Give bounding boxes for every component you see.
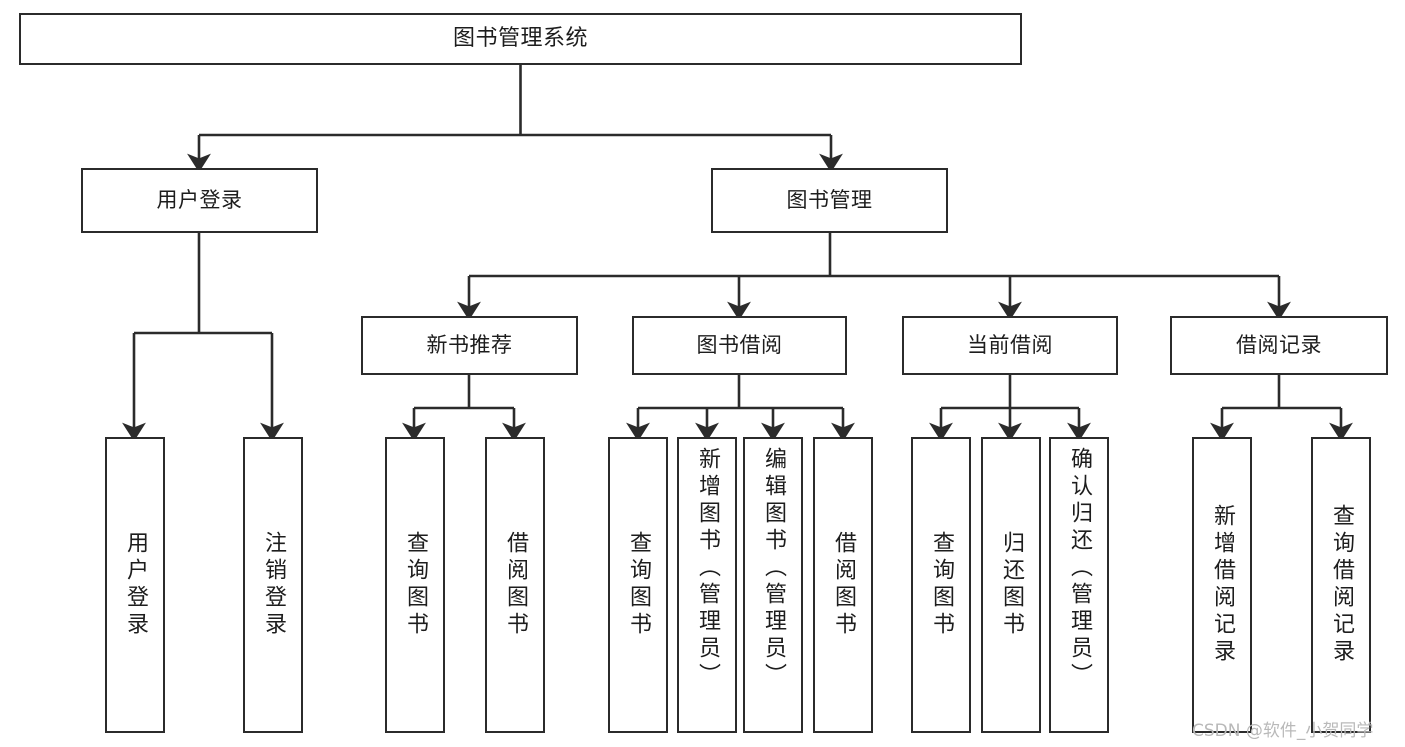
- node-current-borrow[interactable]: 当前借阅: [902, 316, 1118, 375]
- leaf-logout-login[interactable]: 注销登录: [243, 437, 303, 733]
- node-label: 用户登录: [123, 531, 148, 639]
- node-new-book-recommend[interactable]: 新书推荐: [361, 316, 578, 375]
- leaf-query-borrow-record[interactable]: 查询借阅记录: [1311, 437, 1371, 733]
- node-root-system[interactable]: 图书管理系统: [19, 13, 1022, 65]
- leaf-query-book-borrow[interactable]: 查询图书: [608, 437, 668, 733]
- node-label: 借阅图书: [503, 531, 528, 639]
- node-label: 图书借阅: [696, 333, 783, 358]
- node-book-manage[interactable]: 图书管理: [711, 168, 948, 233]
- node-label: 查询借阅记录: [1329, 504, 1354, 666]
- leaf-return-book[interactable]: 归还图书: [981, 437, 1041, 733]
- node-label: 新增借阅记录: [1210, 504, 1235, 666]
- node-label: 借阅图书: [831, 531, 856, 639]
- node-label: 归还图书: [999, 531, 1024, 639]
- node-label: 新书推荐: [426, 333, 513, 358]
- node-label: 图书管理: [786, 188, 873, 213]
- leaf-edit-book[interactable]: 编辑图书（管理员）: [743, 437, 803, 733]
- csdn-watermark: CSDN @软件_小贺同学: [1192, 721, 1374, 741]
- node-label: 图书管理系统: [452, 26, 588, 52]
- node-user-login[interactable]: 用户登录: [81, 168, 318, 233]
- node-label: 查询图书: [929, 531, 954, 639]
- node-label: 编辑图书（管理员）: [761, 447, 786, 690]
- node-book-borrow[interactable]: 图书借阅: [632, 316, 847, 375]
- node-label: 当前借阅: [967, 333, 1053, 358]
- leaf-query-book-recommend[interactable]: 查询图书: [385, 437, 445, 733]
- node-label: 借阅记录: [1236, 333, 1322, 358]
- leaf-add-book[interactable]: 新增图书（管理员）: [677, 437, 737, 733]
- leaf-confirm-return[interactable]: 确认归还（管理员）: [1049, 437, 1109, 733]
- node-label: 新增图书（管理员）: [695, 447, 720, 690]
- leaf-borrow-book-recommend[interactable]: 借阅图书: [485, 437, 545, 733]
- node-label: 注销登录: [261, 531, 286, 639]
- leaf-query-book-current[interactable]: 查询图书: [911, 437, 971, 733]
- leaf-add-borrow-record[interactable]: 新增借阅记录: [1192, 437, 1252, 733]
- node-label: 确认归还（管理员）: [1067, 447, 1092, 690]
- node-label: 用户登录: [156, 188, 243, 213]
- node-borrow-record[interactable]: 借阅记录: [1170, 316, 1388, 375]
- node-label: 查询图书: [626, 531, 651, 639]
- node-label: 查询图书: [403, 531, 428, 639]
- leaf-user-login[interactable]: 用户登录: [105, 437, 165, 733]
- leaf-borrow-book[interactable]: 借阅图书: [813, 437, 873, 733]
